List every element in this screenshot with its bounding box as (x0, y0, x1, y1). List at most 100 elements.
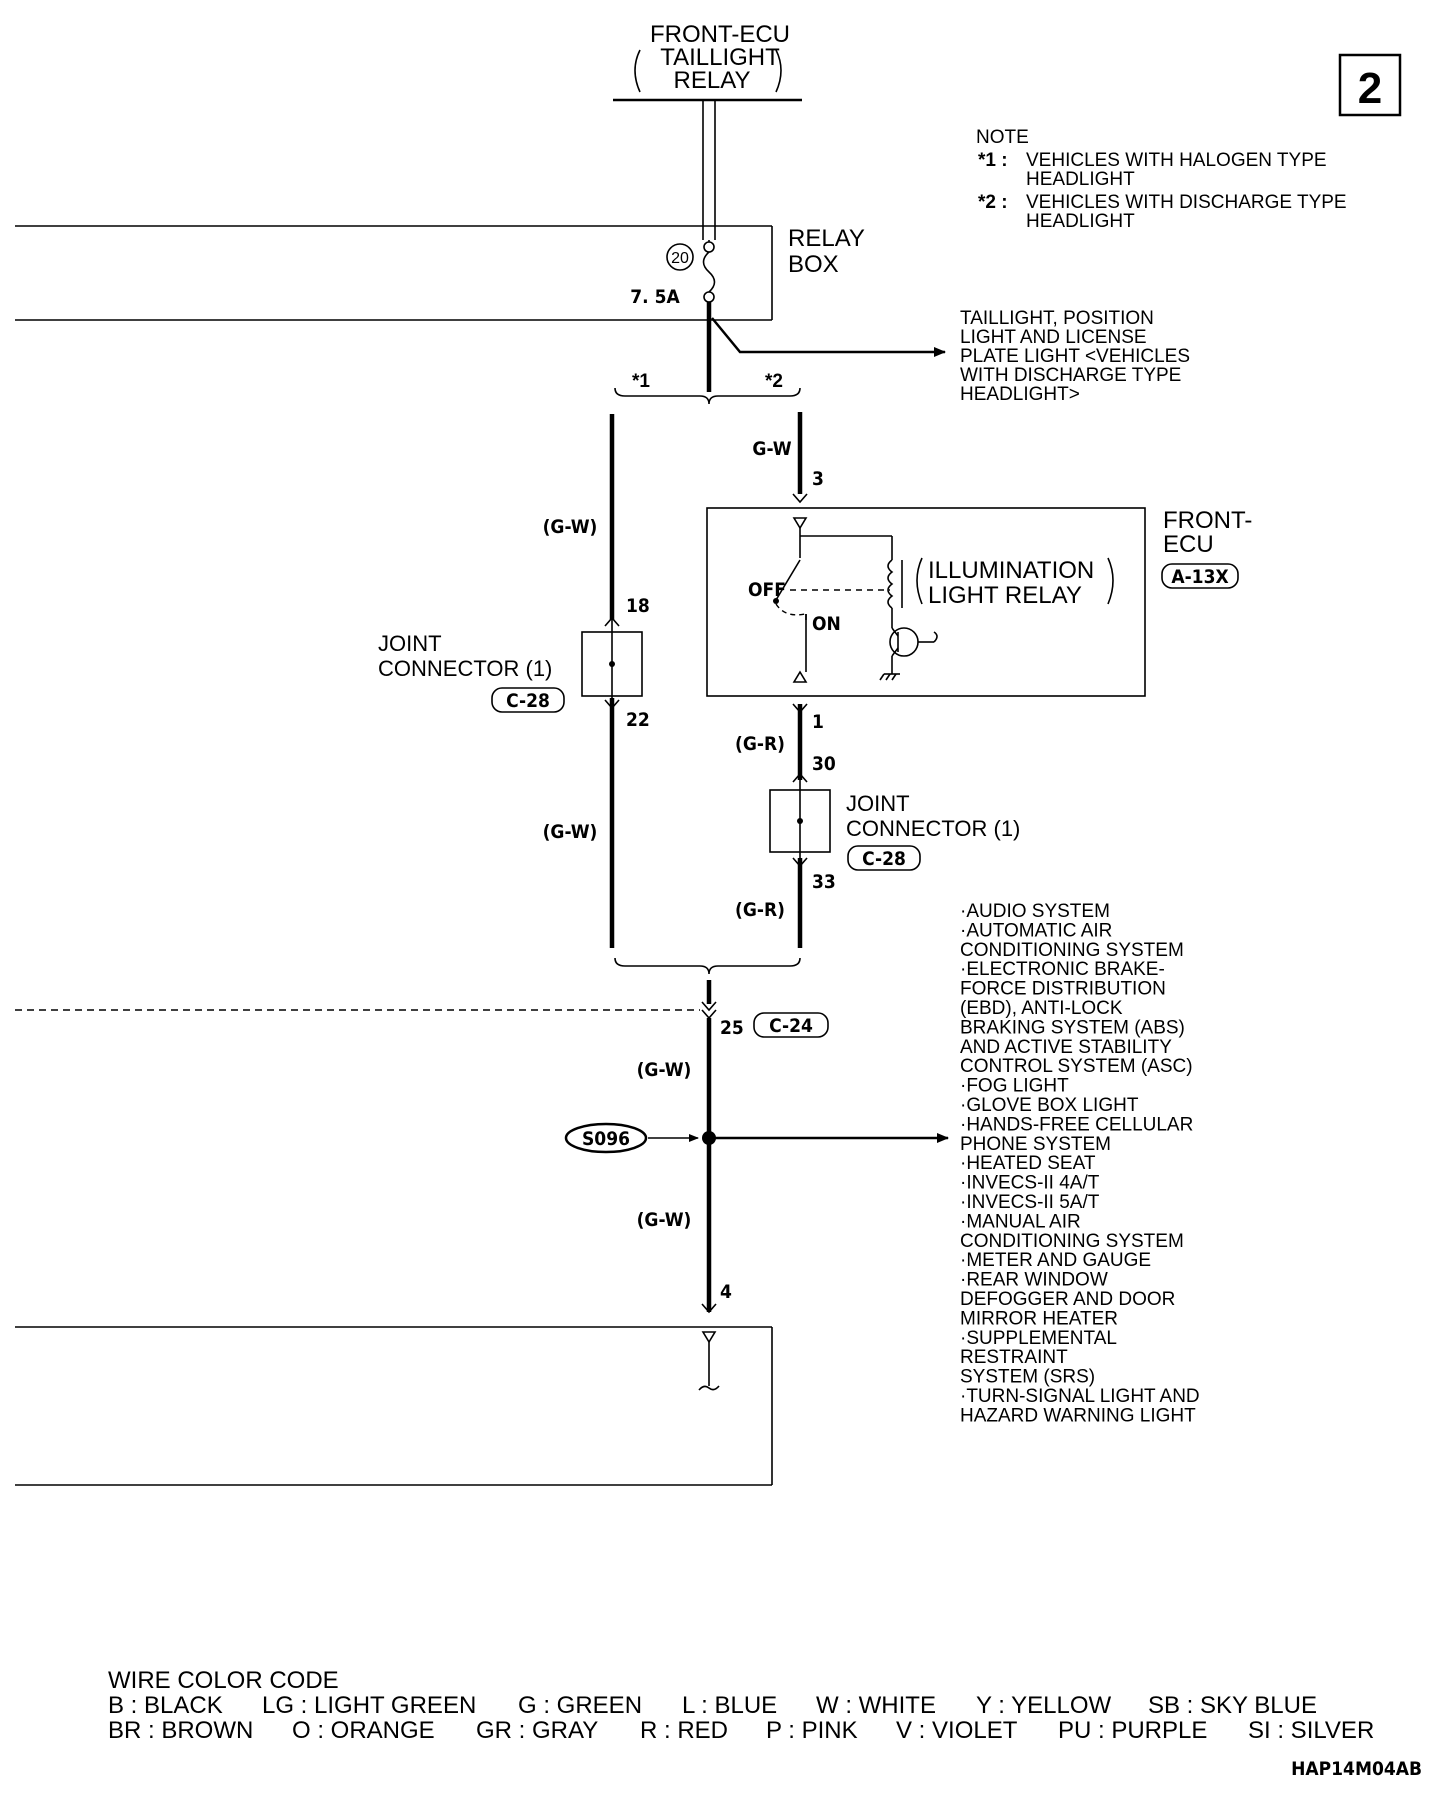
joint-left-label: JOINT (378, 631, 442, 656)
systems-list-item: CONTROL SYSTEM (ASC) (960, 1056, 1193, 1077)
systems-list-item: ·HANDS-FREE CELLULAR (960, 1114, 1193, 1135)
wire-color-code-item: O : ORANGE (292, 1717, 435, 1744)
front-ecu-label: FRONT- (1163, 507, 1252, 534)
taillight-dest-1: TAILLIGHT, POSITION (960, 308, 1154, 329)
systems-list-item: ·SUPPLEMENTAL (960, 1328, 1117, 1349)
note-1-text-2: HEADLIGHT (1026, 169, 1135, 190)
pin-33: 33 (812, 871, 836, 893)
branch-mark-right: *2 (765, 371, 783, 392)
joint-right-dot (797, 818, 803, 824)
systems-list-item: RESTRAINT (960, 1347, 1068, 1368)
wire-color-code-item: G : GREEN (518, 1692, 642, 1719)
pin-mark-4 (701, 1303, 717, 1314)
wire-color-code-title: WIRE COLOR CODE (108, 1667, 339, 1694)
note-1-text: VEHICLES WITH HALOGEN TYPE (1026, 150, 1327, 171)
systems-list-item: FORCE DISTRIBUTION (960, 979, 1166, 1000)
joint-right-label-2: CONNECTOR (1) (846, 816, 1020, 841)
relay-ground-hatch1 (879, 673, 885, 681)
front-ecu-top-label-3: RELAY (674, 67, 751, 94)
note-2-mark: *2 : (978, 192, 1008, 213)
systems-list-item: ·HEATED SEAT (960, 1153, 1096, 1174)
front-ecu-connector-box (1161, 563, 1239, 589)
relay-name: ILLUMINATION (928, 557, 1094, 584)
lower-terminal (701, 1331, 717, 1344)
pin-18: 18 (626, 595, 650, 617)
relay-off-label: OFF (748, 579, 786, 601)
pin-mark-3 (792, 493, 808, 504)
wire-label-gw-center-lower: (G-W) (637, 1209, 692, 1231)
wire-label-gr-upper: (G-R) (735, 733, 785, 755)
joint-right-label: JOINT (846, 791, 910, 816)
relay-transistor-b-hook (933, 631, 938, 643)
systems-list-item: ·MANUAL AIR (960, 1211, 1081, 1232)
wire-color-code-item: L : BLUE (682, 1692, 777, 1719)
pin-mark-18 (604, 616, 620, 627)
wire-color-code-item: W : WHITE (816, 1692, 936, 1719)
pin-mark-25a (701, 1001, 717, 1012)
note-title: NOTE (976, 127, 1029, 148)
wire-label-gw-top-right: G-W (752, 438, 791, 460)
taillight-wire (711, 317, 946, 357)
systems-list-item: ·TURN-SIGNAL LIGHT AND (960, 1386, 1200, 1407)
splice-label: S096 (582, 1128, 630, 1150)
systems-list-item: AND ACTIVE STABILITY (960, 1037, 1172, 1058)
fuse-number: 20 (671, 250, 689, 267)
relay-on-label: ON (812, 613, 841, 635)
systems-list-item: MIRROR HEATER (960, 1308, 1118, 1329)
joint-right-connector-box (847, 845, 921, 871)
systems-list: ·AUDIO SYSTEM·AUTOMATIC AIR CONDITIONING… (960, 901, 1200, 1426)
systems-list-item: (EBD), ANTI-LOCK (960, 998, 1123, 1019)
pin-1: 1 (812, 711, 824, 733)
pin-30: 30 (812, 753, 836, 775)
systems-list-item: ·GLOVE BOX LIGHT (960, 1095, 1139, 1116)
taillight-dest-5: HEADLIGHT> (960, 384, 1080, 405)
bracket-right (775, 49, 782, 93)
relay-switch-travel (775, 603, 806, 616)
fuse-number-circle (666, 243, 694, 271)
systems-list-item: ·FOG LIGHT (960, 1076, 1069, 1097)
splice-label-oval (564, 1122, 648, 1154)
systems-list-item: SYSTEM (SRS) (960, 1367, 1095, 1388)
lower-terminal-tail (698, 1385, 720, 1391)
pin-4: 4 (720, 1281, 732, 1303)
relay-ground-hatch2 (885, 673, 891, 681)
wire-label-gr-lower: (G-R) (735, 899, 785, 921)
wire-color-code-item: R : RED (640, 1717, 728, 1744)
wire-label-gw-left-upper: (G-W) (543, 516, 598, 538)
wire-label-gw-center-upper: (G-W) (637, 1059, 692, 1081)
systems-list-item: CONDITIONING SYSTEM (960, 940, 1184, 961)
pin-3: 3 (812, 468, 824, 490)
wire-color-code-item: B : BLACK (108, 1692, 223, 1719)
relay-output-terminal (792, 670, 808, 683)
bracket-left (634, 49, 641, 93)
pin-mark-30 (792, 772, 808, 783)
wire-label-gw-left-lower: (G-W) (543, 821, 598, 843)
front-ecu-top-label: FRONT-ECU (650, 21, 790, 48)
systems-list-item: ·INVECS-II 4A/T (960, 1173, 1100, 1194)
connector-c24: C-24 (769, 1015, 813, 1037)
fuse-icon (702, 251, 716, 293)
systems-list-item: DEFOGGER AND DOOR (960, 1289, 1175, 1310)
fuse-rating: 7. 5A (630, 286, 680, 308)
joint-left-dot (609, 661, 615, 667)
systems-list-item: ·ELECTRONIC BRAKE- (960, 959, 1165, 980)
wire-color-code-item: SI : SILVER (1248, 1717, 1374, 1744)
connector-c24-box (753, 1012, 829, 1038)
page-number: 2 (1358, 64, 1382, 113)
front-ecu-box (706, 507, 1146, 697)
relay-switch-pivot (773, 598, 779, 604)
branch-mark-left: *1 (632, 371, 650, 392)
note-2-text: VEHICLES WITH DISCHARGE TYPE (1026, 192, 1347, 213)
pin-22: 22 (626, 709, 650, 731)
relay-coil-icon (887, 559, 894, 609)
relay-switch-arm (775, 559, 801, 601)
systems-list-item: ·METER AND GAUGE (960, 1250, 1151, 1271)
taillight-dest-2: LIGHT AND LICENSE (960, 327, 1147, 348)
relay-ground-hatch3 (891, 673, 897, 681)
systems-list-item: HAZARD WARNING LIGHT (960, 1405, 1196, 1426)
fuse-terminal-bottom (703, 291, 715, 303)
systems-list-item: PHONE SYSTEM (960, 1134, 1111, 1155)
taillight-dest-4: WITH DISCHARGE TYPE (960, 365, 1181, 386)
relay-transistor-c (891, 627, 899, 637)
